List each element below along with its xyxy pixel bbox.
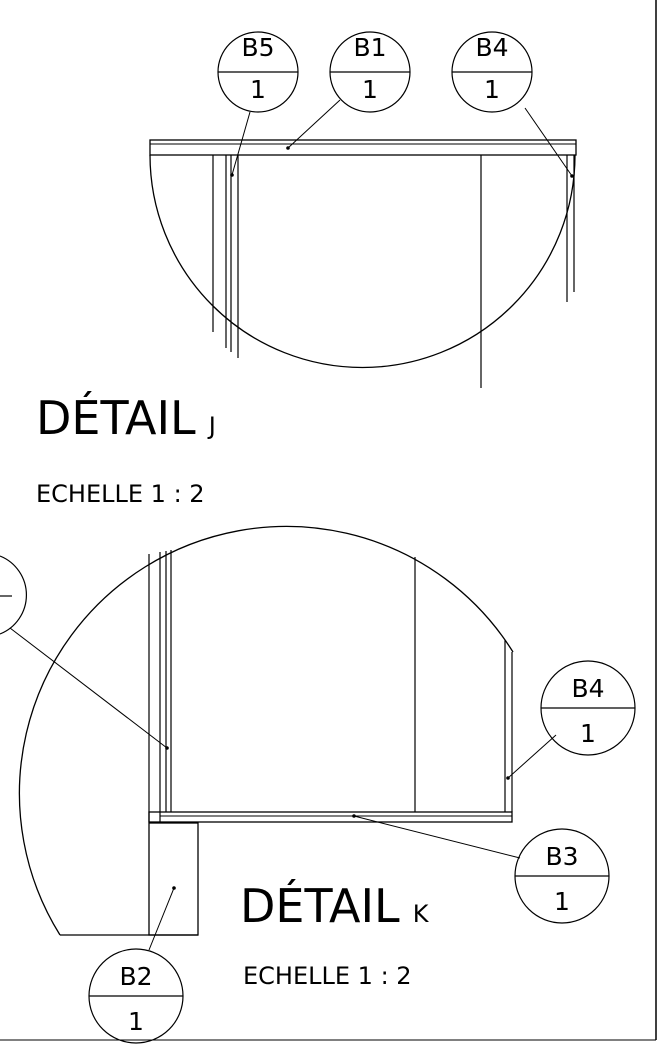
detail-j-leader-dot-b4	[570, 174, 574, 178]
detail-k-view: B4 1 B3 1 B2 1 DÉTAIL K ECHELLE 1 : 2	[0, 525, 636, 1044]
balloon-b1-qty: 1	[362, 75, 378, 104]
balloon-b2-qty: 1	[128, 1007, 144, 1036]
balloon-b4-j: B4 1	[451, 31, 533, 113]
balloon-b4-k: B4 1	[540, 660, 636, 756]
balloon-b4-k-qty: 1	[580, 719, 596, 748]
detail-j-scale: ECHELLE 1 : 2	[36, 480, 205, 508]
balloon-b5-item: B5	[241, 33, 274, 62]
detail-k-foot-block	[148, 822, 199, 936]
detail-k-title: DÉTAIL K	[240, 879, 430, 933]
detail-k-leader-dot-b3	[352, 814, 356, 818]
detail-k-bottom-rail	[148, 811, 513, 823]
detail-j-leader-b1	[287, 99, 341, 149]
balloon-b5-qty: 1	[250, 75, 266, 104]
detail-k-letter: K	[413, 900, 430, 928]
balloon-b1-item: B1	[353, 33, 386, 62]
balloon-b2: B2 1	[88, 948, 184, 1044]
detail-j-leader-dot-b5	[230, 173, 234, 177]
balloon-b2-item: B2	[119, 962, 152, 991]
detail-j-top-rail	[149, 139, 577, 156]
detail-j-leader-b5	[231, 111, 251, 176]
detail-k-leader-dot-b4	[506, 776, 510, 780]
balloon-b3: B3 1	[514, 828, 610, 924]
detail-j-boundary-arc	[149, 154, 576, 369]
detail-k-leader-offpage	[9, 627, 168, 749]
detail-j-letter: J	[207, 412, 216, 440]
detail-j-title-word: DÉTAIL	[36, 391, 196, 445]
detail-j-leader-dot-b1	[286, 146, 290, 150]
balloon-b5: B5 1	[217, 31, 299, 113]
balloon-b4-k-item: B4	[571, 674, 604, 703]
detail-k-scale: ECHELLE 1 : 2	[243, 962, 412, 990]
detail-k-leader-b2	[148, 887, 175, 951]
balloon-b3-qty: 1	[554, 887, 570, 916]
detail-j-title: DÉTAIL J	[36, 391, 216, 445]
balloon-offpage-fragment	[0, 555, 27, 635]
detail-k-leader-dot-b2	[172, 886, 176, 890]
detail-k-leader-b4	[507, 734, 557, 779]
detail-j-view: B5 1 B1 1 B4 1 DÉTAIL J ECHELLE 1 : 2	[36, 31, 577, 508]
balloon-b4-j-item: B4	[475, 33, 508, 62]
detail-k-boundary-arc	[18, 525, 514, 936]
balloon-b1: B1 1	[329, 31, 411, 113]
balloon-b4-j-qty: 1	[484, 75, 500, 104]
detail-k-leader-dot-offpage	[165, 746, 169, 750]
detail-k-leader-b3	[353, 815, 521, 859]
detail-j-leader-b4	[524, 107, 573, 177]
balloon-b3-item: B3	[545, 842, 578, 871]
detail-k-title-word: DÉTAIL	[240, 879, 400, 933]
